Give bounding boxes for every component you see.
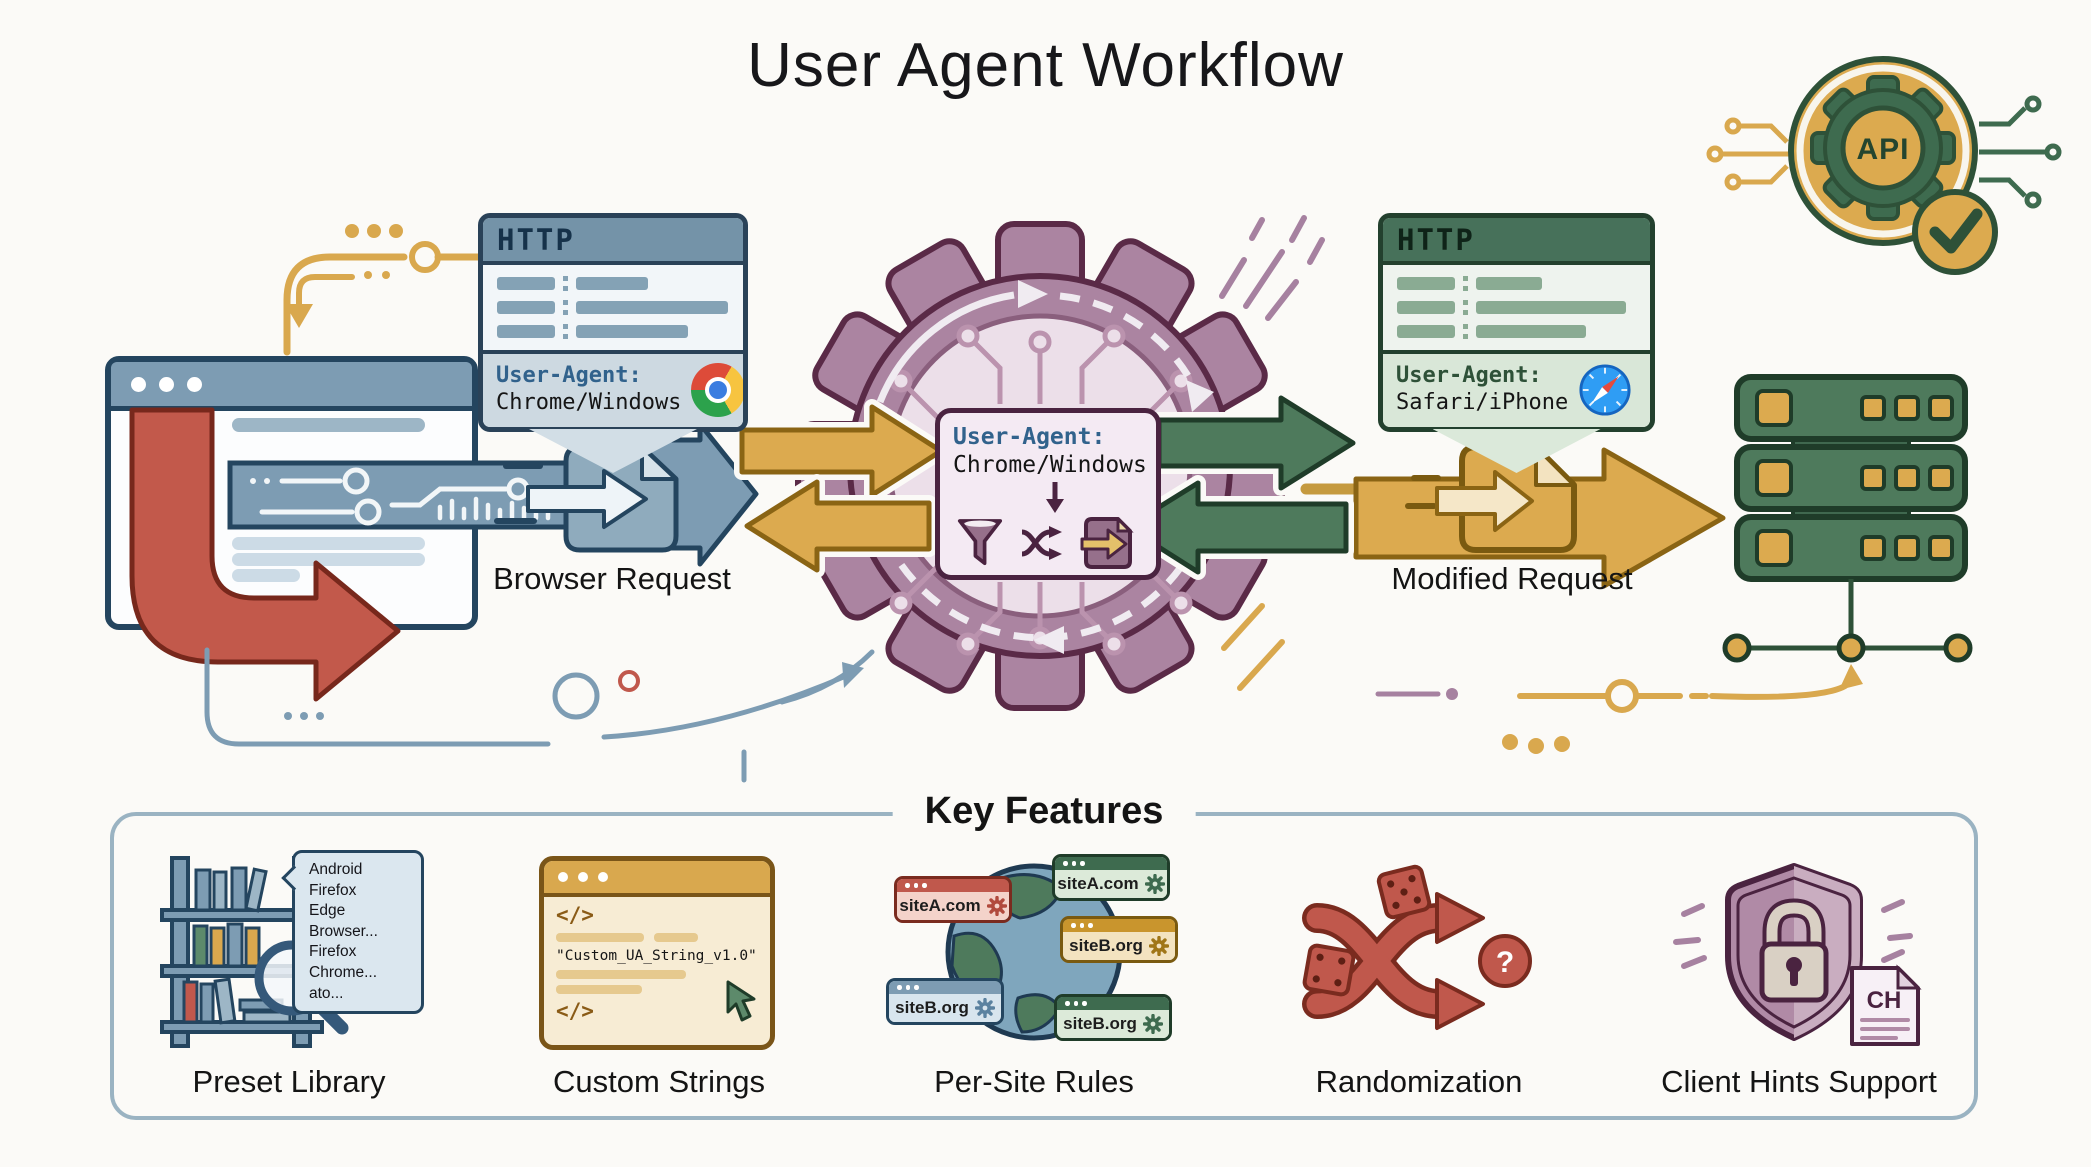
ua-header-value: Chrome/Windows bbox=[953, 452, 1147, 479]
http-headers bbox=[483, 265, 743, 350]
card-pointer bbox=[1432, 429, 1601, 473]
ua-header-value: Chrome/Windows bbox=[496, 390, 682, 415]
site-rule-tag: siteB.org bbox=[1060, 916, 1178, 963]
ua-header-key: User-Agent: bbox=[496, 363, 642, 389]
gold-circuit-decoration bbox=[283, 224, 482, 356]
page-content-bar bbox=[232, 418, 425, 432]
site-name: siteA.com bbox=[1057, 874, 1139, 893]
page-content-bar bbox=[232, 569, 300, 582]
feature-label: Preset Library bbox=[192, 1064, 386, 1099]
feature-label: Per-Site Rules bbox=[934, 1064, 1134, 1099]
client-hints-icon: CH bbox=[1673, 863, 1922, 1046]
custom-ua-string: "Custom_UA_String_v1.0" bbox=[556, 948, 757, 965]
page-content-bar bbox=[232, 553, 425, 566]
question-mark: ? bbox=[1496, 946, 1514, 979]
safari-icon bbox=[1579, 364, 1631, 416]
preset-list-bubble: Android Firefox Edge Browser... Firefox … bbox=[292, 850, 424, 1015]
modified-request-card: HTTP User-Agent: Safari/iPhone bbox=[1378, 213, 1655, 473]
key-features-panel: Key Features bbox=[110, 790, 1978, 1120]
ua-header-key: User-Agent: bbox=[1396, 363, 1542, 389]
ch-label: CH bbox=[1867, 987, 1902, 1014]
window-dot-icon bbox=[131, 376, 146, 392]
api-badge: API bbox=[1706, 56, 2062, 275]
http-protocol-label: HTTP bbox=[483, 218, 743, 265]
inbound-arrows bbox=[734, 399, 949, 578]
cursor-icon bbox=[726, 980, 756, 1022]
preset-item: Android bbox=[309, 861, 363, 878]
modified-request-label: Modified Request bbox=[1391, 561, 1633, 596]
site-name: siteA.com bbox=[899, 896, 981, 915]
checkmark-icon bbox=[1912, 189, 1998, 275]
feature-custom-strings: </> "Custom_UA_String_v1.0" </> Custom bbox=[539, 852, 779, 1100]
site-rule-tag: siteA.com bbox=[894, 876, 1012, 923]
code-editor-icon: </> "Custom_UA_String_v1.0" </> bbox=[539, 856, 775, 1050]
shuffle-icon bbox=[1020, 526, 1062, 561]
feature-preset-library: Android Firefox Edge Browser... Firefox … bbox=[144, 850, 434, 1100]
gear-icon bbox=[974, 998, 995, 1018]
window-dot-icon bbox=[187, 376, 202, 392]
card-pointer bbox=[529, 429, 697, 473]
lock-icon bbox=[1759, 898, 1829, 1003]
gear-icon bbox=[1148, 936, 1169, 956]
feature-label: Client Hints Support bbox=[1661, 1064, 1937, 1099]
sparkle-dashes bbox=[1219, 215, 1325, 321]
site-name: siteB.org bbox=[895, 998, 969, 1017]
site-rule-tag: siteB.org bbox=[1054, 994, 1172, 1041]
http-protocol-label: HTTP bbox=[1383, 218, 1650, 265]
preset-item: Browser... bbox=[309, 922, 378, 940]
site-rule-tag: siteB.org bbox=[886, 978, 1004, 1025]
http-headers bbox=[1383, 265, 1650, 350]
randomization-icon: ? bbox=[1302, 864, 1532, 1030]
preset-item: Edge bbox=[309, 902, 346, 920]
site-name: siteB.org bbox=[1063, 1014, 1137, 1033]
down-arrow-icon bbox=[1045, 482, 1064, 514]
api-label: API bbox=[1856, 133, 1909, 166]
window-dot-icon bbox=[159, 376, 174, 392]
feature-per-site-rules: siteA.com siteA.com bbox=[884, 852, 1184, 1100]
ua-header-value: Safari/iPhone bbox=[1396, 390, 1569, 415]
browser-titlebar bbox=[111, 362, 472, 411]
blue-path-decoration bbox=[204, 647, 875, 783]
ua-rewrite-panel: User-Agent: Chrome/Windows bbox=[935, 408, 1161, 580]
ch-document-icon: CH bbox=[1850, 964, 1922, 1046]
page-content-bar bbox=[232, 537, 425, 550]
dice-icon bbox=[1302, 864, 1432, 997]
browser-request-card: HTTP User-Agent: Chrome/Windows bbox=[478, 213, 748, 473]
sparkle-dashes bbox=[1673, 899, 1913, 969]
feature-randomization: ? Randomization bbox=[1289, 852, 1549, 1100]
key-features-title: Key Features bbox=[892, 790, 1196, 833]
preset-item: Chrome... bbox=[309, 964, 378, 982]
gold-path-decoration bbox=[1221, 603, 1863, 754]
preset-item: ato... bbox=[309, 984, 344, 1002]
gear-icon bbox=[986, 896, 1007, 916]
gear-icon bbox=[1144, 874, 1165, 894]
site-rule-tag: siteA.com bbox=[1052, 854, 1170, 901]
server-icon bbox=[1722, 374, 1973, 663]
feature-label: Custom Strings bbox=[553, 1064, 765, 1099]
browser-window bbox=[105, 356, 478, 630]
code-tag: </> bbox=[556, 903, 594, 927]
preset-item: Firefox bbox=[309, 943, 357, 961]
browser-request-label: Browser Request bbox=[493, 561, 731, 596]
feature-label: Randomization bbox=[1315, 1064, 1523, 1099]
code-tag: </> bbox=[556, 999, 594, 1024]
page-title: User Agent Workflow bbox=[747, 31, 1344, 100]
rewritten-document-icon bbox=[1080, 517, 1134, 570]
feature-client-hints: CH Client Hints Support bbox=[1654, 852, 1944, 1100]
ua-header-key: User-Agent: bbox=[953, 424, 1106, 450]
preset-item: Firefox bbox=[309, 881, 357, 899]
chrome-icon bbox=[691, 363, 743, 417]
filter-icon bbox=[957, 519, 1003, 566]
site-name: siteB.org bbox=[1069, 936, 1143, 955]
gear-icon bbox=[1142, 1014, 1163, 1034]
